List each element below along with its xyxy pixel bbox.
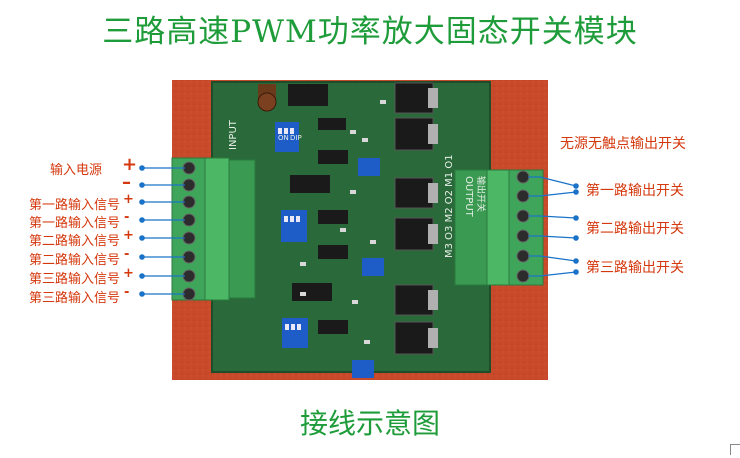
sign-ch1-plus: + (123, 192, 134, 207)
smd-components (300, 100, 386, 344)
mosfets (394, 82, 434, 355)
mosfet-tabs (428, 88, 438, 348)
output-terminal-block (454, 169, 544, 286)
label-ch1-in-plus: 第一路输入信号 (28, 198, 120, 213)
input-terminal-block (171, 157, 256, 301)
label-ch3-in-plus: 第三路输入信号 (28, 272, 120, 287)
diagram-title: 三路高速PWM功率放大固态开关模块 (102, 14, 638, 50)
sign-power-plus: + (122, 154, 138, 175)
label-ch3-out: 第三路输出开关 (586, 260, 684, 276)
sign-ch2-plus: + (123, 228, 134, 243)
label-ch1-out: 第一路输出开关 (586, 183, 684, 199)
dip-levers (278, 128, 301, 330)
corner-mark (730, 444, 740, 455)
sign-power-minus: – (122, 172, 131, 193)
label-ch3-in-minus: 第三路输入信号 (28, 291, 120, 306)
label-ch1-in-minus: 第一路输入信号 (28, 216, 120, 231)
terminal-silkscreen: M3 O3 M2 O2 M1 O1 (444, 154, 455, 258)
label-ch2-in-minus: 第二路输入信号 (28, 253, 120, 268)
diagram-caption: 接线示意图 (299, 407, 440, 440)
electrolytic-capacitor (257, 84, 277, 112)
sign-ch3-plus: + (123, 266, 134, 281)
sign-ch2-minus: - (124, 247, 130, 262)
dip-dip-label-1: DIP (290, 134, 302, 142)
sign-ch3-minus: - (124, 285, 130, 300)
label-ch2-out: 第二路输出开关 (586, 221, 684, 237)
dip-on-label-1: ON (278, 134, 289, 142)
right-leader-lines (528, 176, 579, 277)
label-ch2-in-plus: 第二路输入信号 (28, 234, 120, 249)
output-silkscreen: OUTPUT (463, 176, 474, 218)
left-leader-lines (139, 165, 185, 297)
sign-ch1-minus: - (124, 210, 130, 225)
label-power-input: 输入电源 (49, 163, 102, 178)
output-cn-silkscreen: 输出开关 (475, 176, 487, 212)
input-silkscreen: INPUT (228, 119, 239, 150)
dip-switches (275, 122, 384, 378)
label-output-title: 无源无触点输出开关 (560, 136, 686, 152)
ic-chips (288, 84, 348, 334)
